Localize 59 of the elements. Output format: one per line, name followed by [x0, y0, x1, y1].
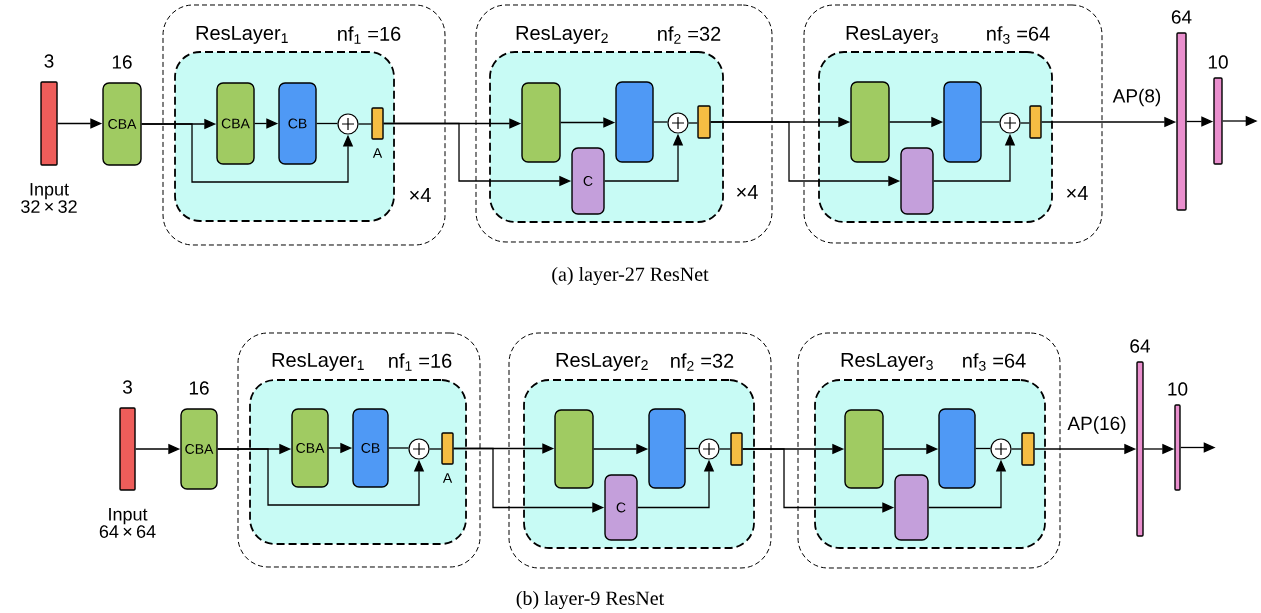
sum-circle: [990, 438, 1012, 460]
conv-block: CB: [278, 82, 317, 165]
figure-caption: (a) layer-27 ResNet: [552, 266, 709, 286]
layer-title: ResLayer$_{2}$: [516, 26, 608, 44]
edge-label: AP(16): [1066, 415, 1128, 435]
activation-bar: [697, 105, 711, 139]
input-size-label: Input 64 × 64: [99, 508, 156, 538]
filter-count: nf$_{1}$ =16: [389, 353, 452, 371]
conv-block: [844, 409, 884, 489]
filter-count: nf$_{3}$ =64: [987, 26, 1050, 44]
activation-bar: [1029, 105, 1042, 139]
unit-count: 64: [1171, 10, 1192, 24]
filter-count: nf$_{3}$ =64: [963, 353, 1026, 371]
layer-title: ResLayer$_{1}$: [196, 26, 288, 44]
conv-block: CBA: [216, 82, 255, 165]
conv-block: [850, 81, 890, 163]
conv-block: CBA: [291, 408, 329, 488]
conv-block: [894, 474, 929, 541]
activation-label: A: [442, 473, 453, 483]
input-size-label: Input 32 × 32: [21, 183, 77, 213]
sum-circle: [667, 112, 689, 134]
layer-title: ResLayer$_{3}$: [846, 26, 938, 44]
conv-block: [938, 408, 976, 489]
activation-bar: [730, 432, 743, 466]
edge-label: AP(8): [1111, 87, 1163, 108]
filter-count: nf$_{2}$ =32: [671, 353, 734, 371]
sum-circle: [698, 438, 720, 460]
conv-block: CB: [352, 408, 389, 488]
repeat-count: ×4: [737, 185, 758, 199]
layer-title: ResLayer$_{3}$: [841, 353, 933, 371]
conv-block: [648, 408, 686, 489]
conv-block: C: [604, 474, 638, 541]
layer-title: ResLayer$_{1}$: [272, 353, 364, 371]
unit-count: 64: [1130, 339, 1150, 353]
conv-block: [900, 147, 934, 215]
repeat-count: ×4: [410, 188, 431, 202]
sum-circle: [337, 113, 359, 135]
conv-block: CBA: [102, 82, 142, 166]
conv-block: C: [571, 147, 605, 215]
repeat-count: ×4: [1067, 186, 1088, 200]
unit-count: 10: [1208, 55, 1228, 69]
conv-block: CBA: [180, 408, 218, 490]
conv-block: [943, 81, 982, 163]
layer-title: ResLayer$_{2}$: [556, 353, 648, 371]
conv-block: [521, 82, 561, 163]
filter-count: nf$_{1}$ =16: [338, 26, 401, 44]
conv-block: [615, 81, 654, 163]
filter-count: nf$_{2}$ =32: [658, 26, 721, 44]
channel-count: 3: [122, 380, 132, 394]
channel-count: 16: [189, 381, 209, 395]
sum-circle: [408, 438, 430, 460]
channel-count: 16: [112, 55, 132, 69]
conv-block: [554, 409, 594, 489]
channel-count: 3: [44, 54, 54, 68]
sum-circle: [999, 112, 1021, 134]
activation-bar: [1021, 432, 1035, 466]
figure-caption: (b) layer-9 ResNet: [516, 590, 665, 610]
activation-label: A: [372, 148, 383, 158]
unit-count: 10: [1168, 382, 1188, 396]
